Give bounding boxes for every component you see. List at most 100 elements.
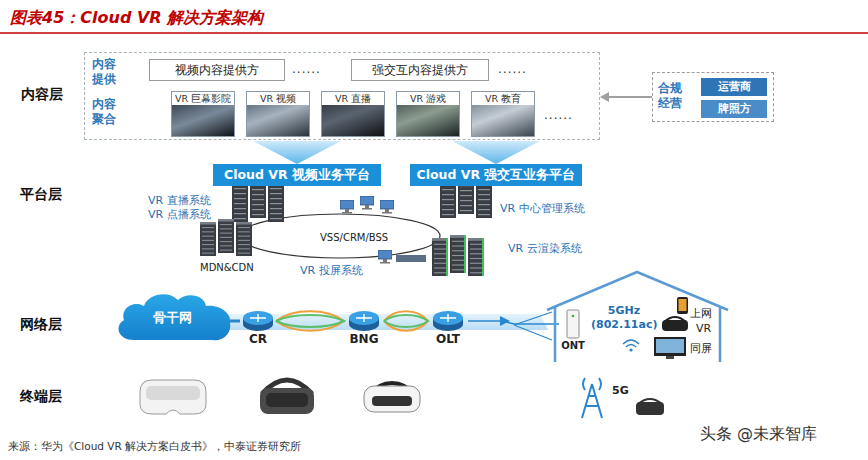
text-slot: VR 游戏 — [397, 92, 459, 105]
box-label: Cloud VR 视频业务平台 — [224, 167, 370, 183]
funnel-connector — [253, 141, 341, 164]
box-label: 运营商 — [718, 80, 751, 94]
text-slot: OLT — [428, 332, 468, 347]
title-rule — [0, 32, 868, 34]
text-slot: BNG — [344, 332, 384, 347]
server-rack — [450, 235, 466, 273]
text-slot: VR 巨幕影院 — [172, 92, 234, 105]
text-slot: VR 教育 — [472, 92, 534, 105]
device-label: 上网 — [690, 307, 712, 321]
wifi-dot — [629, 348, 632, 351]
tv-screen — [656, 339, 684, 353]
provider-box: 视频内容提供方 — [149, 59, 285, 81]
funnel-arrow — [452, 141, 540, 164]
figure-title: 图表45：Cloud VR 解决方案架构 — [10, 8, 263, 28]
router-node: OLT — [428, 310, 468, 350]
ring-connector — [276, 311, 344, 331]
system-label: MDN&CDN — [200, 262, 254, 275]
server-rack — [232, 182, 248, 222]
text-slot: 网络层 — [20, 316, 62, 334]
vr-headset — [260, 388, 314, 414]
fiber-connector — [468, 321, 559, 324]
device-name: CR — [240, 332, 276, 347]
network-band — [225, 314, 548, 330]
vr-headset — [364, 386, 420, 412]
box-label: 骨干网 — [153, 310, 192, 326]
operator-box: 运营商 — [701, 78, 767, 96]
text-slot: MDN&CDN — [200, 262, 254, 275]
text-slot: VSS/CRM/BSS — [320, 232, 388, 245]
funnel-arrow — [253, 141, 341, 164]
group-label: 内容提供 — [92, 57, 116, 87]
system-label: VR 中心管理系统 — [500, 202, 585, 216]
text-slot: 内容聚合 — [92, 97, 118, 127]
tv-icon — [654, 337, 686, 356]
vr-headset-face — [266, 393, 308, 407]
fiber-link — [468, 321, 559, 324]
box-label: Cloud VR 强交互业务平台 — [417, 167, 576, 183]
device-name: BNG — [344, 332, 384, 347]
device-name: OLT — [428, 332, 468, 347]
content-tile: VR 教育 — [471, 91, 535, 137]
backbone-cloud: 骨干网 — [112, 290, 232, 346]
platform-box: Cloud VR 强交互业务平台 — [410, 164, 582, 186]
tile-label: VR 教育 — [472, 92, 534, 105]
pc-icon — [340, 200, 354, 214]
box-label: 视频内容提供方 — [175, 63, 259, 78]
content-tile: VR 视频 — [246, 91, 310, 137]
device-label: 5G — [612, 384, 629, 398]
text-slot: 内容层 — [21, 86, 77, 104]
router-node: CR — [240, 310, 276, 350]
text-slot: VR 视频 — [247, 92, 309, 105]
pc-icon — [380, 200, 394, 214]
text-slot: VR 直播系统 VR 点播系统 — [148, 194, 224, 222]
tile-label: VR 直播 — [322, 92, 384, 105]
text-slot: 5GHz (802.11ac) — [591, 304, 657, 332]
text-slot: VR 云渲染系统 — [508, 242, 582, 256]
server-rack — [200, 222, 216, 256]
text-slot: 平台层 — [20, 186, 80, 204]
group-title: 合规经营 — [658, 81, 682, 111]
text-slot: VR — [696, 322, 711, 336]
platform-box: Cloud VR 视频业务平台 — [213, 164, 381, 186]
device-label: 同屏 — [690, 342, 712, 356]
text-slot: ...... — [292, 62, 321, 77]
device-label: VR — [696, 322, 711, 336]
text-slot: VR 直播 — [322, 92, 384, 105]
provider-box: 强交互内容提供方 — [351, 59, 489, 81]
text-slot: 同屏 — [690, 342, 712, 356]
gpu-stripe — [464, 235, 466, 273]
system-label: VR 投屏系统 — [300, 264, 363, 278]
text-slot: VR 投屏系统 — [300, 264, 363, 278]
compliance-box: 合规经营 运营商牌照方 — [652, 72, 774, 122]
server-rack — [218, 219, 234, 253]
layer-title: 终端层 — [20, 388, 62, 406]
ring-link — [384, 311, 428, 331]
layer-title: 平台层 — [20, 186, 80, 204]
5g-tower — [582, 378, 602, 418]
layer-title: 内容层 — [21, 86, 77, 104]
tile-label: VR 巨幕影院 — [172, 92, 234, 105]
text-slot: 合规经营 — [658, 81, 684, 111]
text-slot: 内容提供 — [92, 57, 118, 87]
ring-connector — [384, 311, 428, 331]
gpu-stripe — [482, 238, 484, 276]
ring-link — [276, 315, 344, 327]
fiber-fan — [514, 312, 552, 340]
platform-plane: 平台层VR 直播系统 VR 点播系统VSS/CRM/BSSVR 中心管理系统VR… — [88, 188, 632, 282]
arrow-connector — [600, 92, 652, 102]
ellipsis: ...... — [292, 62, 321, 77]
router-node: BNG — [344, 310, 384, 350]
group-label: 内容聚合 — [92, 97, 116, 127]
vr-headset — [636, 402, 664, 415]
watermark: 头条 @未来智库 — [700, 424, 817, 444]
licensee-box: 牌照方 — [701, 100, 767, 118]
source-caption: 来源：华为《Cloud VR 解决方案白皮书》，中泰证券研究所 — [8, 440, 301, 453]
tv-stand — [666, 356, 674, 359]
layer-title: 网络层 — [20, 316, 62, 334]
tile-label: VR 游戏 — [397, 92, 459, 105]
box-label: 牌照方 — [718, 102, 751, 116]
content-tile: VR 游戏 — [396, 91, 460, 137]
ring-link — [276, 311, 344, 331]
ellipsis: ...... — [544, 108, 573, 123]
